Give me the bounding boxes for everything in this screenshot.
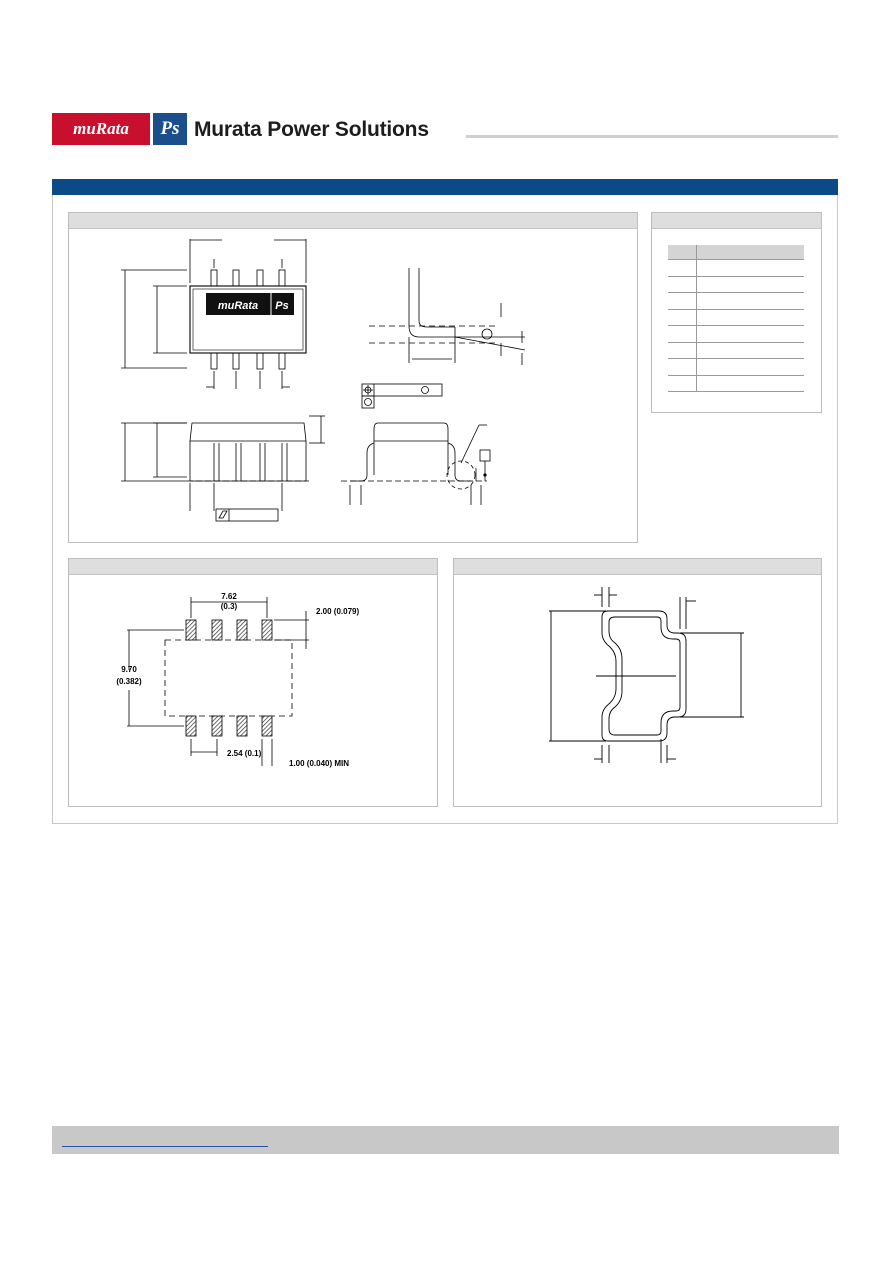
panel-header [454, 559, 821, 575]
dim-pitch: 2.54 (0.1) [227, 749, 262, 758]
power-solutions-logo: Ps [153, 113, 187, 145]
panel-header [69, 213, 637, 229]
table-row [668, 358, 804, 376]
table-row [668, 342, 804, 359]
company-name: Murata Power Solutions [194, 118, 429, 141]
dim-pad-width: 1.00 (0.040) MIN [289, 759, 349, 768]
dim-height-in: (0.382) [116, 677, 142, 686]
footprint-drawing: 7.62 (0.3) 2.00 (0.079) 9.70 (0.382) 2.5… [116, 592, 359, 768]
panel-header [69, 559, 437, 575]
footprint-panel: 7.62 (0.3) 2.00 (0.079) 9.70 (0.382) 2.5… [68, 558, 438, 807]
dim-height: 9.70 [121, 665, 137, 674]
pin-table [668, 245, 804, 392]
table-row [668, 309, 804, 326]
pin-table-header [668, 245, 804, 260]
section-title-bar [52, 179, 838, 195]
table-row [668, 259, 804, 277]
footer-link[interactable] [62, 1146, 268, 1147]
mechanical-drawing-panel: muRata Ps [68, 212, 638, 543]
table-row [668, 375, 804, 392]
table-row [668, 276, 804, 293]
package-logo-text: muRata [218, 300, 258, 312]
murata-logo: muRata [52, 113, 150, 145]
footer-bar [52, 1126, 839, 1154]
panel-header [652, 213, 821, 229]
pin-connections-panel [651, 212, 822, 413]
section-frame [52, 195, 838, 824]
header-rule [466, 135, 838, 138]
mechanical-drawing: muRata Ps [121, 239, 526, 522]
table-row [668, 325, 804, 343]
dim-pad-length: 2.00 (0.079) [316, 607, 359, 616]
dim-width-in: (0.3) [221, 602, 238, 611]
dim-width: 7.62 [221, 592, 237, 601]
tube-drawing [549, 587, 744, 763]
package-logo-ps: Ps [275, 300, 288, 312]
table-row [668, 292, 804, 310]
tube-outline-panel [453, 558, 822, 807]
